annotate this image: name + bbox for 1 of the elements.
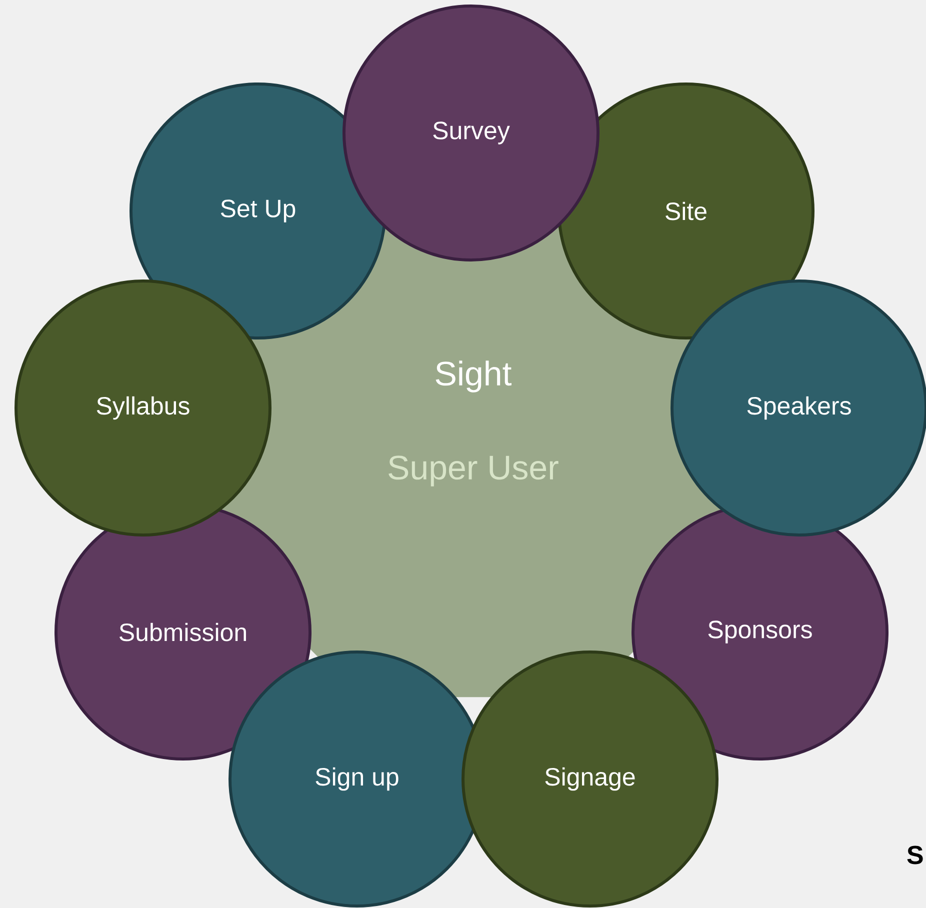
text-fragment: S: [907, 846, 923, 864]
